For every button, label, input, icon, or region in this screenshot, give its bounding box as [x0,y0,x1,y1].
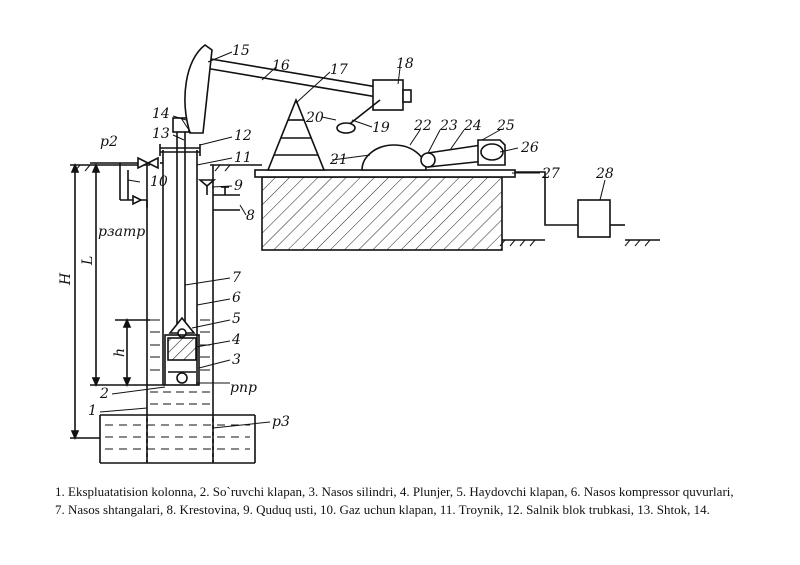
label-12: 12 [234,128,252,144]
counterweight [372,79,404,111]
label-19: 19 [372,120,390,136]
dim-H: H [58,272,74,286]
label-10: 10 [150,174,168,190]
label-20: 20 [305,110,324,126]
walking-beam [204,57,396,101]
foundation [261,176,503,251]
label-21: 21 [329,152,348,168]
fluid-level-marks [105,319,250,450]
horsehead [184,44,213,134]
label-p2: p2 [100,134,118,150]
label-17: 17 [330,62,348,78]
label-5: 5 [232,311,241,327]
caption-line-1: 1. Ekspluatatision kolonna, 2. So`ruvchi… [55,484,734,499]
label-15: 15 [232,43,250,59]
caption-line-2: 7. Nasos shtangalari, 8. Krestovina, 9. … [55,502,710,517]
crank-pin [336,122,356,134]
label-8: 8 [246,208,255,224]
label-25: 25 [496,118,515,134]
label-24: 24 [463,118,482,134]
label-4: 4 [231,332,241,348]
wellhead-valve [197,179,217,188]
label-pzatr: pзатр [98,224,145,240]
label-9: 9 [234,178,243,194]
label-p3: p3 [272,414,290,430]
label-26: 26 [520,140,539,156]
label-11: 11 [234,150,252,166]
figure-caption: 1. Ekspluatatision kolonna, 2. So`ruvchi… [55,483,760,519]
label-7: 7 [232,270,241,286]
dim-h: h [112,348,128,357]
gas-valve [137,156,150,170]
label-14: 14 [152,106,170,122]
label-6: 6 [232,290,241,306]
suction-valve [176,372,188,384]
dim-L: L [80,256,96,266]
label-28: 28 [595,166,614,182]
gearbox [361,144,427,171]
pump-diagram: 15 16 17 18 19 20 21 22 23 24 25 26 27 2… [58,43,660,464]
label-2: 2 [99,386,109,402]
label-13: 13 [152,126,170,142]
plunger [167,337,197,361]
label-1: 1 [88,403,97,419]
label-ppr: pпр [230,380,257,396]
unit-base [254,169,516,178]
pump-cylinder [164,334,200,386]
label-27: 27 [541,166,560,182]
label-22: 22 [413,118,432,134]
label-3: 3 [232,352,241,368]
control-box [577,199,611,238]
samson-post [266,97,326,171]
label-23: 23 [439,118,458,134]
label-18: 18 [396,56,414,72]
label-16: 16 [272,58,290,74]
